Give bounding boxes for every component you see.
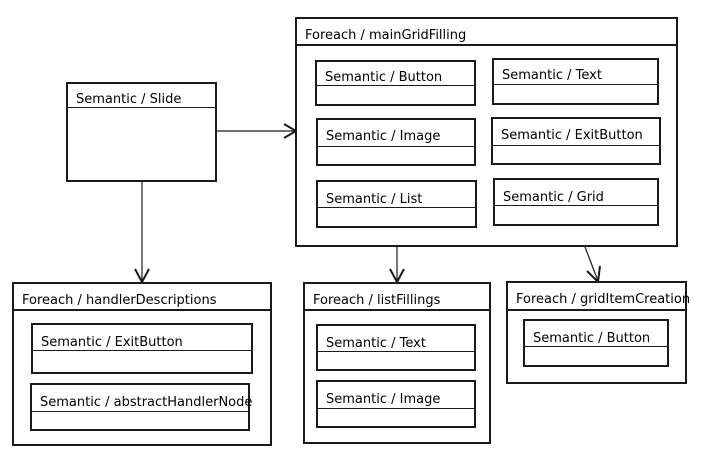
main-grid-image-label: Semantic / Image [326, 129, 441, 144]
main-grid-grid-divider [495, 205, 657, 206]
list-image-label: Semantic / Image [326, 392, 441, 407]
list-image-node: Semantic / Image [316, 380, 476, 428]
main-grid-exit-button-label: Semantic / ExitButton [501, 128, 643, 143]
grid-button-node: Semantic / Button [523, 319, 669, 367]
main-grid-text-node: Semantic / Text [492, 58, 659, 105]
main-grid-exit-button-divider [493, 145, 659, 146]
handler-abstract-node: Semantic / abstractHandlerNode [30, 383, 253, 431]
grid-item-creation-divider [508, 309, 685, 311]
slide-node: Semantic / Slide [66, 82, 217, 182]
handler-descriptions-title: Foreach / handlerDescriptions [22, 293, 217, 308]
handler-descriptions-divider [14, 309, 270, 311]
grid-item-creation-title: Foreach / gridItemCreation [516, 292, 691, 307]
slide-node-divider [68, 107, 215, 108]
list-fillings-title: Foreach / listFillings [313, 293, 441, 308]
main-grid-filling-title: Foreach / mainGridFilling [305, 28, 467, 43]
main-grid-exit-button-node: Semantic / ExitButton [491, 117, 661, 165]
main-grid-list-node: Semantic / List [316, 180, 477, 228]
handler-abstract-node-divider [32, 411, 248, 412]
main-grid-button-label: Semantic / Button [325, 70, 443, 85]
list-text-node: Semantic / Text [316, 324, 476, 371]
handler-exit-button-node: Semantic / ExitButton [31, 323, 253, 374]
handler-abstract-node-label: Semantic / abstractHandlerNode [40, 395, 253, 410]
main-grid-text-divider [494, 84, 657, 85]
main-grid-text-label: Semantic / Text [502, 68, 602, 83]
list-text-label: Semantic / Text [326, 336, 426, 351]
main-grid-grid-label: Semantic / Grid [503, 190, 604, 205]
main-grid-image-node: Semantic / Image [316, 118, 476, 166]
main-grid-grid-node: Semantic / Grid [493, 178, 659, 226]
grid-button-divider [525, 346, 667, 347]
list-image-divider [318, 408, 474, 409]
handler-exit-button-label: Semantic / ExitButton [41, 335, 183, 350]
grid-button-label: Semantic / Button [533, 331, 651, 346]
main-grid-button-node: Semantic / Button [315, 60, 476, 106]
list-text-divider [318, 351, 474, 352]
main-grid-filling-divider [297, 44, 676, 46]
main-grid-list-label: Semantic / List [326, 192, 423, 207]
slide-node-title: Semantic / Slide [76, 92, 182, 107]
main-grid-button-divider [317, 85, 474, 86]
list-fillings-divider [305, 309, 489, 311]
handler-exit-button-divider [33, 350, 251, 351]
main-grid-image-divider [318, 146, 474, 147]
main-grid-list-divider [318, 207, 475, 208]
